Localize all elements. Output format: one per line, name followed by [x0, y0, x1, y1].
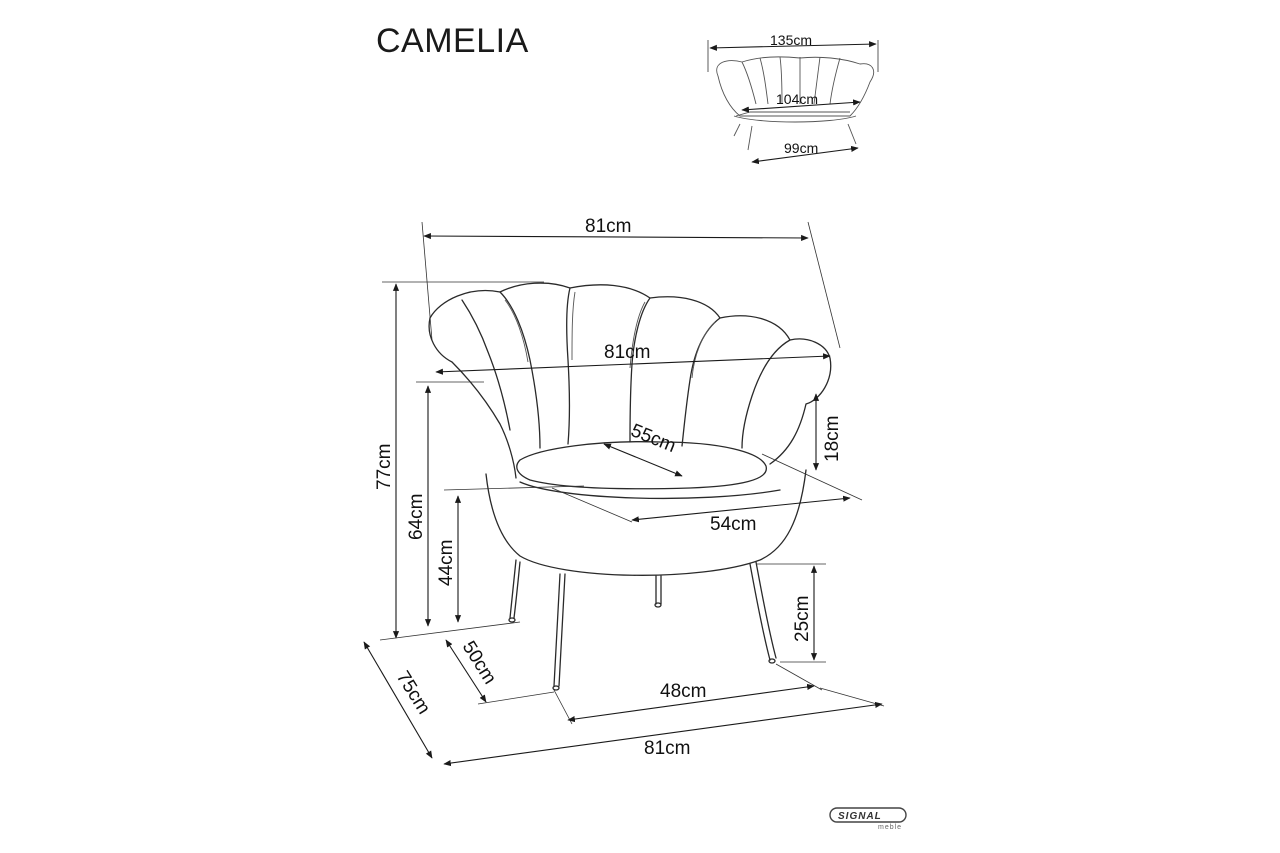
sofa-leg-span-label: 99cm: [784, 140, 818, 156]
sofa-thumbnail: 135cm 104cm 99cm: [707, 32, 879, 165]
brand-logo-text: SIGNAL: [838, 811, 882, 822]
dimension-lines: 81cm 81cm 55cm 54cm 18cm 77cm 64cm: [363, 216, 885, 767]
leg-width-label: 48cm: [660, 681, 706, 702]
chair-back-outline: [429, 282, 832, 465]
seat-width-label: 54cm: [710, 514, 756, 535]
top-width-label: 81cm: [585, 216, 631, 237]
chair-seat-cushion: [516, 441, 767, 490]
leg-depth-label: 50cm: [458, 638, 500, 689]
brand-logo-sub: meble: [878, 824, 902, 831]
chair-legs: [508, 559, 777, 691]
seat-height-label: 44cm: [436, 540, 457, 586]
leg-height-label: 25cm: [792, 596, 813, 642]
chair-base-bowl: [485, 469, 807, 576]
total-height-label: 77cm: [374, 444, 395, 490]
sofa-outline: [716, 56, 874, 117]
base-width-label: 81cm: [644, 738, 690, 759]
arm-height-label: 18cm: [822, 416, 843, 462]
product-title: CAMELIA: [376, 22, 529, 60]
total-depth-label: 75cm: [392, 668, 434, 719]
sofa-seat-width-label: 104cm: [776, 91, 818, 107]
brand-logo: SIGNAL meble: [829, 807, 907, 831]
arm-floor-height-label: 64cm: [406, 494, 427, 540]
sofa-width-label: 135cm: [770, 32, 812, 48]
seat-depth-label: 55cm: [628, 420, 679, 457]
arm-width-label: 81cm: [604, 342, 650, 363]
